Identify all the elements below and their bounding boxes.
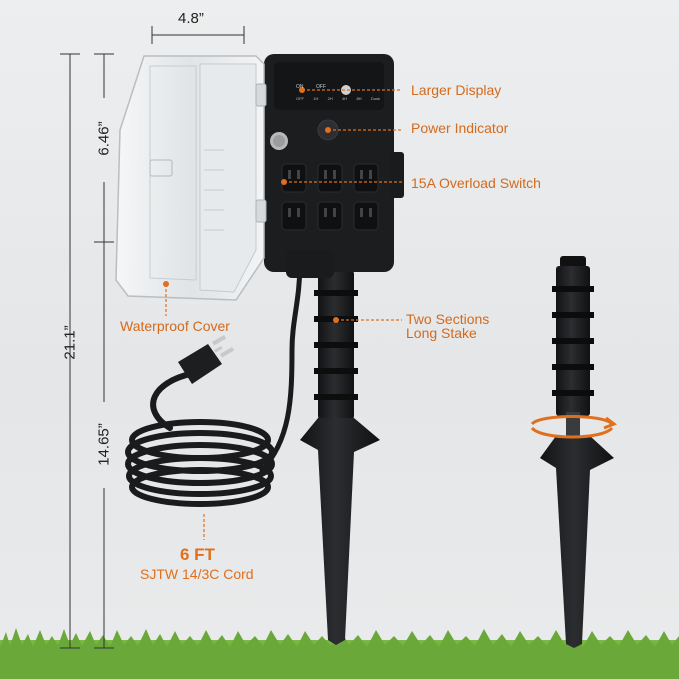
stake-callout-line1: Two Sections <box>406 311 490 327</box>
on-label: ON <box>296 84 304 90</box>
power-cord <box>125 259 303 507</box>
dimension-lines <box>60 26 245 649</box>
outlet-device <box>264 54 404 278</box>
timer-mark: Dusk <box>370 96 380 101</box>
cover-height-dimension: 6.46” <box>95 121 113 156</box>
overload-switch-callout: 15A Overload Switch <box>411 175 541 191</box>
plug-icon <box>178 335 235 384</box>
off-label: OFF <box>316 84 326 90</box>
cord-length: 6 FT <box>180 545 215 564</box>
waterproof-cover-callout: Waterproof Cover <box>120 318 230 334</box>
total-height-dimension: 21.1” <box>61 325 79 360</box>
waterproof-cover <box>115 55 267 301</box>
stake-callout: Two Sections Long Stake <box>406 312 489 340</box>
rotate-arrow-icon <box>530 415 618 439</box>
stake-callout-line2: Long Stake <box>406 325 477 341</box>
main-stake <box>300 270 380 645</box>
timer-marks: OFF 1H 2H 4H 8H Dusk <box>296 96 380 101</box>
timer-mark: 8H <box>356 96 362 101</box>
power-indicator-callout: Power Indicator <box>411 120 509 136</box>
callout-lines <box>165 89 402 540</box>
timer-mark: 1H <box>313 96 319 101</box>
stake-height-dimension: 14.65” <box>95 423 113 466</box>
grass-ground <box>0 628 679 679</box>
timer-mark: OFF <box>296 96 304 101</box>
timer-mark: 4H <box>342 96 348 101</box>
timer-mark: 2H <box>327 96 333 101</box>
detached-stake <box>530 256 618 648</box>
cord-type: SJTW 14/3C Cord <box>140 566 254 582</box>
larger-display-callout: Larger Display <box>411 82 502 98</box>
width-dimension: 4.8” <box>178 10 204 27</box>
